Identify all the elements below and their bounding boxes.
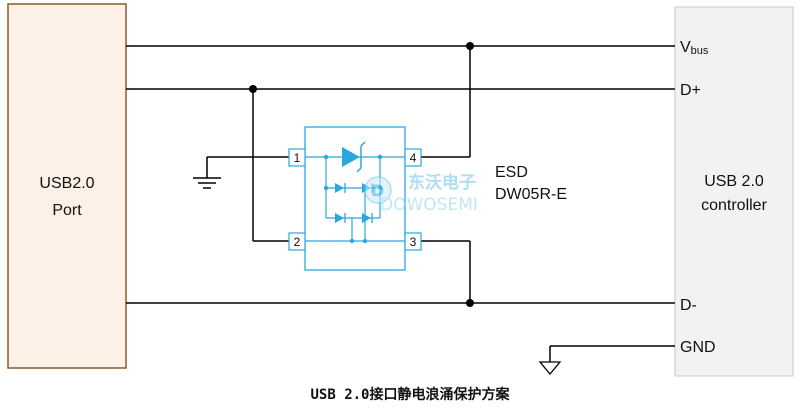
usb-port-label-line2: Port [52, 202, 82, 219]
esd-part-number: DW05R-E [495, 186, 567, 203]
watermark-en: DOWOSEMI [380, 195, 478, 215]
junction-vbus [466, 42, 474, 50]
dplus-label: D+ [680, 82, 701, 99]
esd-package-outline [304, 126, 406, 271]
esd-label: ESD [495, 164, 528, 181]
vbus-label: Vbus [680, 39, 709, 57]
esd-pin3-label: 3 [410, 235, 417, 249]
usb-port-label-line1: USB2.0 [39, 175, 94, 192]
dowosemi-watermark: D 东沃电子 DOWOSEMI [364, 172, 478, 215]
steering-diode-icon [335, 213, 344, 223]
controller-label-line2: controller [701, 197, 767, 214]
gnd-label: GND [680, 339, 716, 356]
junction-dminus [466, 299, 474, 307]
diagram-caption: USB 2.0接口静电浪涌保护方案 [310, 386, 510, 403]
tvs-diode-icon [342, 147, 360, 167]
usb-port-block [7, 3, 127, 369]
steering-diode-icon [362, 213, 371, 223]
junction-dots [249, 42, 474, 307]
svg-text:D: D [371, 181, 384, 200]
ground-triangle-icon [538, 361, 562, 376]
esd-pin1-label: 1 [294, 151, 301, 165]
steering-diode-icon [335, 183, 344, 193]
watermark-logo-icon [364, 176, 392, 204]
ground-icon [193, 177, 221, 189]
dminus-label: D- [680, 297, 697, 314]
signal-wires [126, 45, 675, 362]
watermark-cn: 东沃电子 [408, 172, 476, 193]
esd-pin2-label: 2 [294, 235, 301, 249]
controller-block [674, 6, 794, 377]
controller-label-line1: USB 2.0 [704, 173, 764, 190]
junction-dplus [249, 85, 257, 93]
esd-pin4-label: 4 [410, 151, 417, 165]
